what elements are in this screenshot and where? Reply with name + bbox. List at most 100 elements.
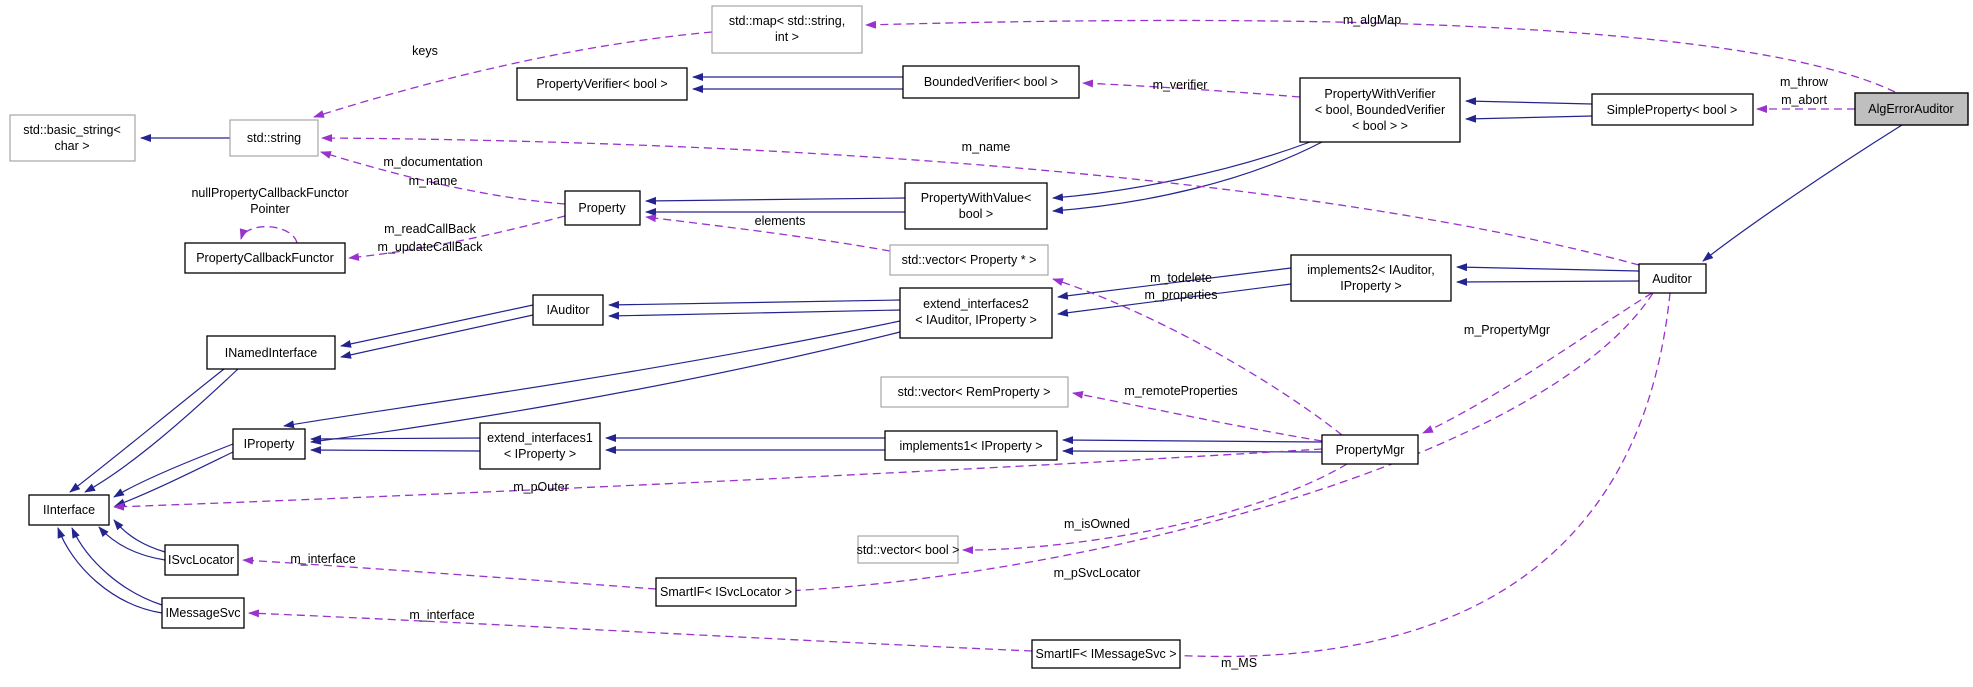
node-iinterface-box[interactable] — [28, 494, 110, 526]
edge-stdmap-stdstring-keys — [313, 31, 713, 118]
edge-label-m-readcallback: m_readCallBack — [384, 222, 476, 236]
node-label: Auditor — [1652, 272, 1692, 286]
node-boundedverifier-box[interactable] — [902, 65, 1080, 99]
node-smartif-imessagesvc[interactable]: SmartIF< IMessageSvc > — [1031, 639, 1181, 669]
edge-extendinterfaces2-iauditor-2 — [608, 309, 901, 320]
edge-propertymgr-vectorproperty-mproperties — [1052, 278, 1343, 436]
node-property[interactable]: Property — [564, 190, 641, 226]
edge-propertywithverifier-boundedverifier-mverifier — [1082, 79, 1301, 98]
node-propertymgr[interactable]: PropertyMgr — [1321, 434, 1419, 465]
edge-propertywithvalue-property-1 — [645, 196, 906, 205]
edge-vectorproperty-property-elements — [645, 214, 891, 252]
node-propertywithverifier[interactable]: PropertyWithVerifier < bool, BoundedVeri… — [1299, 77, 1461, 143]
edge-label-m-psvclocator: m_pSvcLocator — [1054, 566, 1141, 580]
edge-auditor-implements2-2 — [1456, 277, 1640, 286]
node-algerrorauditor: AlgErrorAuditor — [1854, 92, 1969, 126]
node-propertymgr-box[interactable] — [1321, 434, 1419, 465]
edge-inamedinterface-iinterface-1 — [69, 368, 225, 493]
edge-label-m-properties: m_properties — [1145, 288, 1218, 302]
node-auditor-box[interactable] — [1638, 263, 1707, 294]
edge-label-m-abort: m_abort — [1781, 93, 1827, 107]
node-implements2[interactable]: implements2< IAuditor, IProperty > — [1290, 254, 1452, 302]
node-std-map: std::map< std::string, int > — [711, 5, 863, 54]
node-label: < bool, BoundedVerifier — [1315, 103, 1445, 117]
edge-label-m-verifier: m_verifier — [1153, 78, 1208, 92]
node-imessagesvc[interactable]: IMessageSvc — [161, 597, 245, 629]
node-inamedinterface[interactable]: INamedInterface — [206, 335, 336, 370]
node-iauditor-box[interactable] — [532, 294, 604, 326]
node-std-vector-remproperty: std::vector< RemProperty > — [880, 376, 1069, 408]
edge-property-stdstring-mdocumentation — [320, 151, 566, 205]
edge-propertymgr-implements1-2 — [1062, 447, 1323, 456]
node-extendinterfaces1[interactable]: extend_interfaces1 < IProperty > — [479, 422, 601, 470]
node-smartif-isvclocator-box[interactable] — [655, 577, 797, 607]
node-smartif-isvclocator[interactable]: SmartIF< ISvcLocator > — [655, 577, 797, 607]
node-std-basic-string-box — [9, 114, 136, 162]
edge-label-m-isowned: m_isOwned — [1064, 517, 1130, 531]
node-implements1-box[interactable] — [884, 430, 1058, 461]
node-iauditor[interactable]: IAuditor — [532, 294, 604, 326]
node-std-string-box — [229, 119, 319, 157]
edge-simpleproperty-propertywithverifier-2 — [1465, 114, 1593, 123]
edge-iproperty-iinterface-1 — [113, 443, 234, 498]
node-propertycallbackfunctor[interactable]: PropertyCallbackFunctor — [184, 242, 346, 274]
node-label: AlgErrorAuditor — [1868, 102, 1953, 116]
node-isvclocator-box[interactable] — [164, 544, 239, 576]
node-extendinterfaces2-box[interactable] — [899, 287, 1053, 339]
node-std-basic-string: std::basic_string< char > — [9, 114, 136, 162]
node-propertyverifier-box[interactable] — [516, 67, 688, 101]
node-property-box[interactable] — [564, 190, 641, 226]
node-extendinterfaces1-box[interactable] — [479, 422, 601, 470]
edge-label-m-throw: m_throw — [1780, 75, 1829, 89]
node-iinterface[interactable]: IInterface — [28, 494, 110, 526]
node-label: std::basic_string< — [23, 123, 121, 137]
node-iproperty[interactable]: IProperty — [232, 428, 306, 460]
edge-auditor-implements2-1 — [1456, 263, 1640, 272]
node-extendinterfaces2[interactable]: extend_interfaces2 < IAuditor, IProperty… — [899, 287, 1053, 339]
node-iproperty-box[interactable] — [232, 428, 306, 460]
node-isvclocator[interactable]: ISvcLocator — [164, 544, 239, 576]
edge-label-m-name-auditor: m_name — [962, 140, 1011, 154]
edge-label-m-interface-msg: m_interface — [409, 608, 474, 622]
node-propertycallbackfunctor-box[interactable] — [184, 242, 346, 274]
edge-auditor-stdstring-mname — [321, 134, 1640, 266]
node-imessagesvc-box[interactable] — [161, 597, 245, 629]
node-label: IProperty > — [1340, 279, 1402, 293]
node-smartif-imessagesvc-box[interactable] — [1031, 639, 1181, 669]
node-simpleproperty[interactable]: SimpleProperty< bool > — [1591, 93, 1754, 126]
node-auditor[interactable]: Auditor — [1638, 263, 1707, 294]
edge-propertywithverifier-propertywithvalue-2 — [1052, 141, 1323, 215]
node-boundedverifier[interactable]: BoundedVerifier< bool > — [902, 65, 1080, 99]
node-label: SmartIF< IMessageSvc > — [1035, 647, 1176, 661]
edge-implements2-extendinterfaces2-2 — [1057, 283, 1292, 317]
node-simpleproperty-box[interactable] — [1591, 93, 1754, 126]
node-propertywithverifier-box[interactable] — [1299, 77, 1461, 143]
edge-label-nullfunctor-2: Pointer — [250, 202, 290, 216]
edge-label-m-remoteproperties: m_remoteProperties — [1124, 384, 1237, 398]
node-label: < IProperty > — [504, 447, 576, 461]
edge-label-m-name-property: m_name — [409, 174, 458, 188]
edge-inamedinterface-iinterface-2 — [84, 368, 239, 493]
edge-propertycallbackfunctor-selfloop — [239, 226, 298, 244]
node-propertywithvalue[interactable]: PropertyWithValue< bool > — [904, 182, 1048, 230]
node-label: std::vector< bool > — [857, 543, 960, 557]
edge-implements2-extendinterfaces2-1 — [1057, 267, 1292, 300]
node-label: SmartIF< ISvcLocator > — [660, 585, 792, 599]
node-propertyverifier[interactable]: PropertyVerifier< bool > — [516, 67, 688, 101]
node-label: IMessageSvc — [165, 606, 240, 620]
node-label: ISvcLocator — [168, 553, 234, 567]
node-label: std::vector< Property * > — [902, 253, 1037, 267]
node-label: IAuditor — [546, 303, 589, 317]
node-implements1[interactable]: implements1< IProperty > — [884, 430, 1058, 461]
node-propertywithvalue-box[interactable] — [904, 182, 1048, 230]
edge-smartifisvclocator-isvclocator-minterface — [242, 556, 657, 590]
node-label: PropertyCallbackFunctor — [196, 251, 334, 265]
node-inamedinterface-box[interactable] — [206, 335, 336, 370]
edge-extendinterfaces1-iproperty-1 — [310, 434, 481, 443]
node-implements2-box[interactable] — [1290, 254, 1452, 302]
node-label: std::map< std::string, — [729, 14, 845, 28]
edge-label-m-propertymgr: m_PropertyMgr — [1464, 323, 1550, 337]
edge-label-keys: keys — [412, 44, 438, 58]
inheritance-edges — [57, 73, 1903, 614]
node-label: < IAuditor, IProperty > — [915, 313, 1037, 327]
